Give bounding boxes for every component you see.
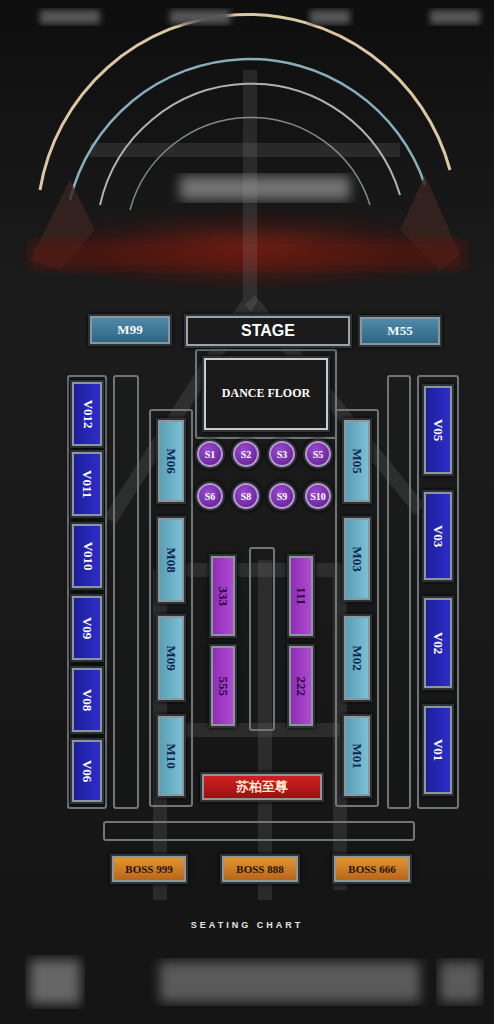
seat-circle: S10 [305,483,331,509]
seat-label: BOSS 666 [348,863,395,875]
seat-circle: S9 [269,483,295,509]
seat-label: V011 [80,470,94,498]
stage-box: STAGE [186,316,350,346]
seat-label: M01 [350,743,364,768]
aisle-rails [68,350,458,840]
seat-label: S6 [205,491,216,502]
table-box: 333 [211,556,235,636]
table-box: M02 [344,616,370,700]
vip-booth: V09 [72,596,102,660]
vip-booth: V03 [424,492,452,580]
seat-circle: S8 [233,483,259,509]
table-box: M10 [158,716,184,796]
seat-label: M03 [350,546,364,571]
table-box: M08 [158,518,184,602]
vip-booth: V06 [72,740,102,802]
vip-booth: V010 [72,524,102,588]
seat-label: V08 [80,689,94,711]
seat-label: V06 [80,760,94,782]
blurred-footer [30,960,480,1004]
seat-label: 苏柏至尊 [236,780,288,794]
vip-booth: V05 [424,386,452,474]
seat-label: M09 [164,645,178,670]
table-box: 111 [289,556,313,636]
seat-circle: S2 [233,441,259,467]
seat-label: 111 [294,587,308,605]
seat-label: M08 [164,547,178,572]
vip-booth: V08 [72,668,102,732]
table-box: M09 [158,616,184,700]
seat-circle: S1 [197,441,223,467]
table-box: M01 [344,716,370,796]
table-box: M06 [158,420,184,502]
seat-label: V02 [431,632,445,654]
vip-booth: V01 [424,706,452,794]
seat-label: M06 [164,448,178,473]
table-box: M05 [344,420,370,502]
seat-label: V010 [80,542,94,571]
seat-label: 222 [294,676,308,696]
seat-label: 555 [216,676,230,696]
boss-booth: BOSS 999 [112,856,186,882]
seat-label: DANCE FLOOR [222,387,310,400]
dance-floor-box: DANCE FLOOR [204,358,328,430]
seat-label: S5 [313,449,324,460]
seat-label: M99 [117,323,142,337]
seat-label: 333 [216,586,230,606]
seat-label: M10 [164,743,178,768]
booth-box: M99 [90,316,170,344]
table-box: 555 [211,646,235,726]
seat-label: V03 [431,525,445,547]
seat-label: S9 [277,491,288,502]
seat-label: M55 [387,324,412,338]
vip-booth: V011 [72,452,102,516]
seat-label: M05 [350,448,364,473]
seat-label: S10 [310,491,326,502]
seat-label: S1 [205,449,216,460]
seat-label: S3 [277,449,288,460]
watermark [90,70,420,900]
seat-label: V05 [431,419,445,441]
seat-label: BOSS 888 [236,863,283,875]
table-box: M03 [344,518,370,600]
seat-circle: S6 [197,483,223,509]
seat-label: V012 [80,400,94,429]
table-box: 222 [289,646,313,726]
seat-label: S2 [241,449,252,460]
seat-label: BOSS 999 [125,863,172,875]
seat-label: STAGE [241,322,295,340]
seat-label: V01 [431,739,445,761]
seat-label: S8 [241,491,252,502]
premium-table: 苏柏至尊 [202,774,322,800]
vip-booth: V02 [424,598,452,688]
boss-booth: BOSS 888 [222,856,298,882]
chart-caption: SEATING CHART [191,920,303,930]
seat-circle: S3 [269,441,295,467]
vip-booth: V012 [72,382,102,446]
boss-booth: BOSS 666 [334,856,410,882]
seat-label: M02 [350,645,364,670]
seat-circle: S5 [305,441,331,467]
booth-box: M55 [360,317,440,345]
seat-label: V09 [80,617,94,639]
